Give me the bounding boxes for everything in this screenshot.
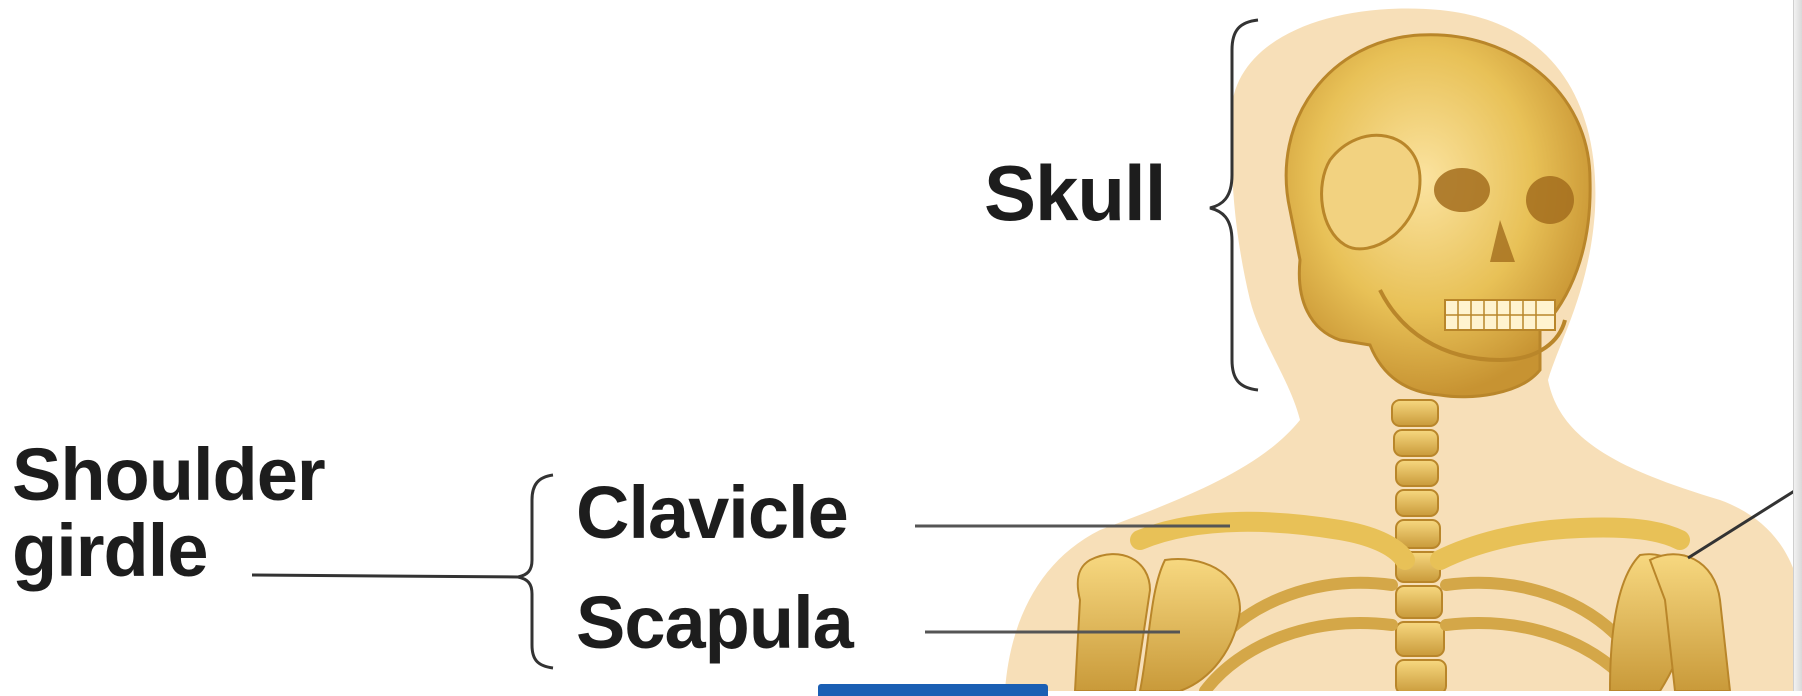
bottom-edge-tab <box>818 684 1048 696</box>
shoulder-girdle-label-line1: Shoulder <box>12 437 325 513</box>
right-edge-border <box>1793 0 1802 691</box>
shoulder-bracket <box>518 475 553 668</box>
skull-label: Skull <box>984 148 1165 239</box>
scapula-label: Scapula <box>576 580 853 665</box>
shoulder-girdle-label-line2: girdle <box>12 513 325 589</box>
clavicle-label: Clavicle <box>576 470 848 555</box>
shoulder-girdle-label: Shoulder girdle <box>12 437 325 589</box>
humerus-left <box>1075 554 1150 691</box>
